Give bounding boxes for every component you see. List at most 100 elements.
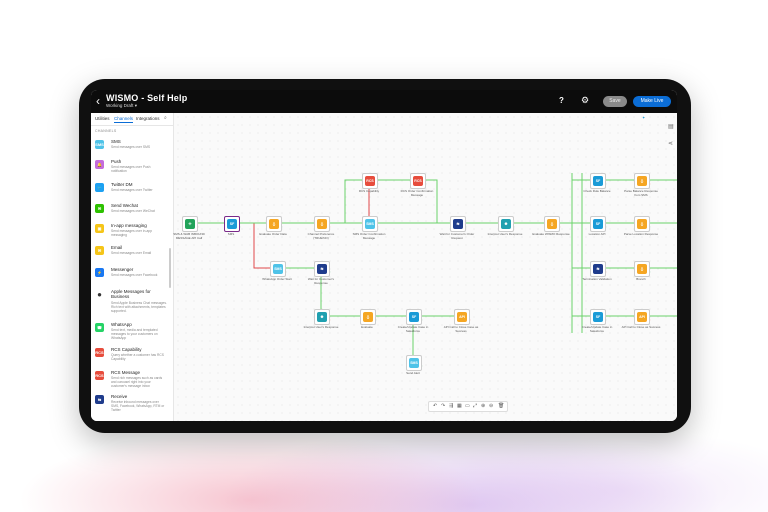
flow-node-label: WhatsApp Order Start	[262, 277, 292, 281]
flow-node[interactable]: {}	[544, 216, 560, 232]
flow-node-icon: SMS	[409, 358, 419, 368]
grid-icon[interactable]: ▦	[457, 403, 462, 409]
flow-node[interactable]: {}	[314, 216, 330, 232]
flow-node-label: API Call to Close as Success	[621, 325, 661, 329]
flow-node-icon: ⇆	[453, 219, 463, 229]
flow-node[interactable]: {}	[360, 309, 376, 325]
tablet-frame: ‹ WISMO - Self Help Working Draft ▾ ? ⚙ …	[79, 79, 691, 433]
save-button[interactable]: Save	[603, 96, 627, 107]
flow-node[interactable]: SF	[590, 216, 606, 232]
share-icon[interactable]: ⋖	[668, 141, 674, 147]
zoom-in-icon[interactable]: ⊕	[481, 403, 486, 409]
flow-node-label: Branch	[636, 277, 646, 281]
flow-node-icon: {}	[363, 312, 373, 322]
flow-node-icon: ⇆	[317, 264, 327, 274]
channel-description: Send messages over Facebook	[111, 273, 158, 277]
gear-icon[interactable]: ⚙	[581, 95, 590, 105]
back-chevron-icon[interactable]: ‹	[96, 94, 100, 108]
flow-node-label: RCS Order Confirmation Message	[400, 189, 434, 197]
messenger-icon: ⚡	[95, 268, 104, 277]
channel-description: Send messages over SMS	[111, 145, 151, 149]
bell-icon: 🔔	[95, 160, 104, 169]
flow-node[interactable]: SMS	[406, 355, 422, 371]
email-icon: ✉	[95, 246, 104, 255]
flow-node[interactable]: {}	[634, 216, 650, 232]
flow-node[interactable]: API	[634, 309, 650, 325]
flow-node[interactable]: SF	[590, 309, 606, 325]
minimap-icon[interactable]: ▭	[465, 403, 470, 409]
flow-node[interactable]: {}	[634, 261, 650, 277]
make-live-button[interactable]: Make Live	[633, 96, 671, 107]
flow-node[interactable]: RCS	[410, 173, 426, 189]
flow-node-label: Parse Balance Response from SMS	[624, 189, 658, 197]
search-icon[interactable]: ⌕	[164, 115, 167, 121]
delete-icon[interactable]: 🗑	[498, 403, 505, 409]
flow-node-label: SMS Order Confirmation Message	[352, 232, 386, 240]
tab-utilities[interactable]: Utilities	[95, 116, 110, 121]
flow-node[interactable]: SMS	[362, 216, 378, 232]
apple-icon: ●	[97, 290, 102, 299]
tab-channels[interactable]: Channels	[114, 116, 134, 123]
flow-node[interactable]: ⇆	[450, 216, 466, 232]
channel-description: Send Apple Business Chat messages. Rich …	[111, 301, 167, 313]
flow-node-icon: {}	[317, 219, 327, 229]
flow-node-label: Wait for Customer's Response	[307, 277, 335, 285]
flow-node[interactable]: SMS	[270, 261, 286, 277]
flow-node-icon: RCS	[365, 176, 375, 186]
flow-node[interactable]: SF	[590, 173, 606, 189]
flow-node[interactable]: API	[454, 309, 470, 325]
flow-node[interactable]: ✺	[314, 309, 330, 325]
flow-node-label: Create/Update Case in Salesforce	[397, 325, 429, 333]
channel-title: WhatsApp	[111, 322, 132, 327]
flow-node[interactable]: ✺	[498, 216, 514, 232]
flow-node-icon: {}	[637, 219, 647, 229]
flow-status[interactable]: Working Draft ▾	[106, 103, 137, 109]
help-icon[interactable]: ?	[559, 96, 564, 105]
flow-node-label: Interpret User's Response	[487, 232, 523, 236]
inapp-icon: ▣	[95, 224, 104, 233]
redo-icon[interactable]: ↷	[441, 403, 446, 409]
flow-node[interactable]: {}	[266, 216, 282, 232]
sidebar-scrollbar[interactable]	[169, 248, 171, 288]
channel-title: Messenger	[111, 267, 134, 272]
tab-integrations[interactable]: Integrations	[136, 116, 160, 121]
flow-node[interactable]: SF	[406, 309, 422, 325]
zoom-out-icon[interactable]: ⊖	[489, 403, 494, 409]
section-label: CHANNELS	[95, 129, 117, 133]
fit-icon[interactable]: ⤢	[473, 403, 478, 409]
flow-node-label: Location API	[588, 232, 606, 236]
flow-node-icon: SMS	[365, 219, 375, 229]
channel-description: Send messages over Twitter	[111, 188, 153, 192]
flow-node[interactable]: {}	[634, 173, 650, 189]
auto-layout-icon[interactable]: ⇶	[449, 403, 454, 409]
flow-node[interactable]: ⇆	[314, 261, 330, 277]
undo-icon[interactable]: ↶	[433, 403, 438, 409]
channel-title: Push	[111, 159, 122, 164]
sms-icon: SMS	[95, 140, 104, 149]
flow-node-label: Parse Location Response	[623, 232, 659, 236]
channel-description: Send rich messages such as cards and car…	[111, 376, 163, 388]
chevron-down-icon: ▾	[134, 103, 137, 108]
flow-node-icon: {}	[637, 264, 647, 274]
flow-node-icon: {}	[547, 219, 557, 229]
channel-description: Send messages over in-app messaging	[111, 229, 153, 237]
flow-node[interactable]: ✣	[182, 216, 198, 232]
flow-node[interactable]: SF	[224, 216, 240, 232]
flow-node-icon: SF	[593, 312, 603, 322]
flow-node[interactable]: RCS	[362, 173, 378, 189]
notes-icon[interactable]: ▤	[668, 124, 674, 130]
flow-node[interactable]: ⇆	[590, 261, 606, 277]
